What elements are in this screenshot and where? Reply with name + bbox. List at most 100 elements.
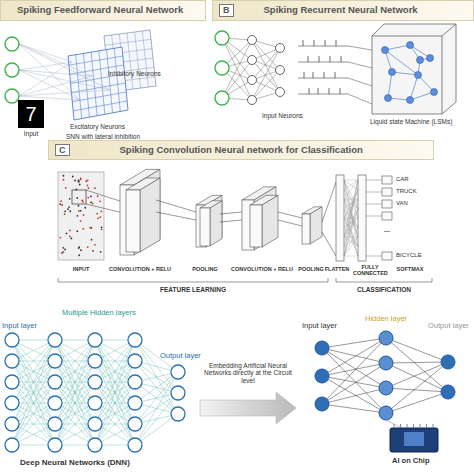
chip-core	[404, 432, 424, 446]
neuron	[48, 375, 62, 389]
neuron	[315, 397, 329, 411]
wire	[340, 88, 341, 94]
layer-block	[200, 208, 210, 246]
neuron	[128, 333, 142, 347]
neuron	[48, 354, 62, 368]
wire	[304, 72, 305, 78]
spike-dot	[83, 214, 85, 216]
wire	[55, 340, 95, 445]
neuron	[5, 375, 19, 389]
wire	[19, 62, 72, 70]
wire	[344, 209, 358, 257]
input-label: Input	[24, 130, 38, 137]
spike-dot	[90, 196, 92, 198]
wire	[95, 382, 135, 445]
layer-label: Input Neurons	[262, 112, 303, 119]
wire	[386, 388, 448, 392]
wire	[12, 340, 55, 403]
wire	[156, 212, 196, 220]
neuron	[276, 88, 285, 97]
spike-dot	[70, 237, 72, 239]
stage-label: CONVOLUTION + RELU	[231, 266, 293, 272]
wire	[322, 348, 386, 363]
wire	[386, 338, 448, 392]
wire	[410, 75, 418, 100]
neuron	[382, 47, 389, 54]
neuron	[276, 44, 285, 53]
spike-dot	[92, 250, 94, 252]
wire	[55, 382, 95, 445]
liquid-cube	[372, 24, 456, 114]
wire	[55, 340, 95, 403]
panel-header: C Spiking Convolution Neural network for …	[48, 140, 434, 160]
panel-header: BSpiking Recurrent Neural Network	[212, 0, 474, 21]
spike-dot	[69, 230, 71, 232]
layer-label: Hidden layer	[365, 315, 407, 324]
neuron	[407, 42, 414, 49]
wire	[372, 36, 442, 37]
wire	[142, 31, 148, 87]
layer-label: Input layer	[302, 322, 337, 331]
spike-dot	[87, 185, 89, 187]
spike-dot	[63, 179, 65, 181]
spike-dot	[87, 246, 89, 248]
panel-title: Spiking Convolution Neural network for C…	[120, 145, 363, 156]
wire	[344, 228, 358, 257]
neuron	[276, 66, 285, 75]
neuron	[88, 333, 102, 347]
wire	[348, 78, 372, 86]
wire	[19, 70, 110, 90]
wire	[330, 56, 331, 62]
wire	[386, 362, 448, 413]
spike-dot	[100, 211, 102, 213]
spike-dot	[79, 184, 81, 186]
neuron	[48, 417, 62, 431]
neuron	[128, 354, 142, 368]
spike-dot	[99, 216, 101, 218]
panel-letter: C	[55, 144, 70, 156]
output-box	[382, 252, 392, 260]
output-box	[382, 200, 392, 208]
spike-dot	[60, 200, 62, 202]
wire	[344, 199, 358, 256]
spike-dot	[66, 232, 68, 234]
neuron	[5, 417, 19, 431]
wire	[344, 209, 358, 257]
group-label: FEATURE LEARNING	[158, 286, 228, 293]
wire	[322, 182, 336, 222]
neuron	[48, 396, 62, 410]
wire	[442, 36, 443, 114]
digit-image: 7	[18, 100, 44, 128]
wire	[58, 278, 59, 282]
spike-dot	[82, 228, 84, 230]
ellipsis: ...	[384, 226, 390, 234]
wire	[322, 376, 386, 388]
spike-dot	[99, 200, 101, 202]
wire	[114, 48, 120, 111]
neuron	[215, 31, 229, 45]
output-box	[382, 212, 392, 220]
wire	[95, 340, 135, 403]
panel-letter: B	[219, 4, 234, 16]
caption-label: SNN with lateral inhibition	[66, 133, 140, 140]
neuron	[5, 396, 19, 410]
wire	[344, 190, 358, 209]
spike-dot	[63, 175, 65, 177]
kernel	[72, 190, 86, 204]
wire	[135, 361, 178, 393]
wire	[308, 56, 309, 62]
wire	[413, 424, 414, 428]
spike-dot	[100, 251, 102, 253]
figure-strokes	[5, 24, 456, 452]
spike-dot	[101, 228, 103, 230]
class-label: TRUCK	[396, 188, 417, 195]
output-box	[382, 176, 392, 184]
wire	[344, 180, 358, 256]
wire	[220, 220, 242, 222]
neuron	[315, 369, 329, 383]
wire	[385, 50, 418, 75]
layer-block	[310, 207, 322, 244]
wire	[322, 348, 386, 388]
neuron	[88, 438, 102, 452]
wire	[252, 60, 280, 92]
